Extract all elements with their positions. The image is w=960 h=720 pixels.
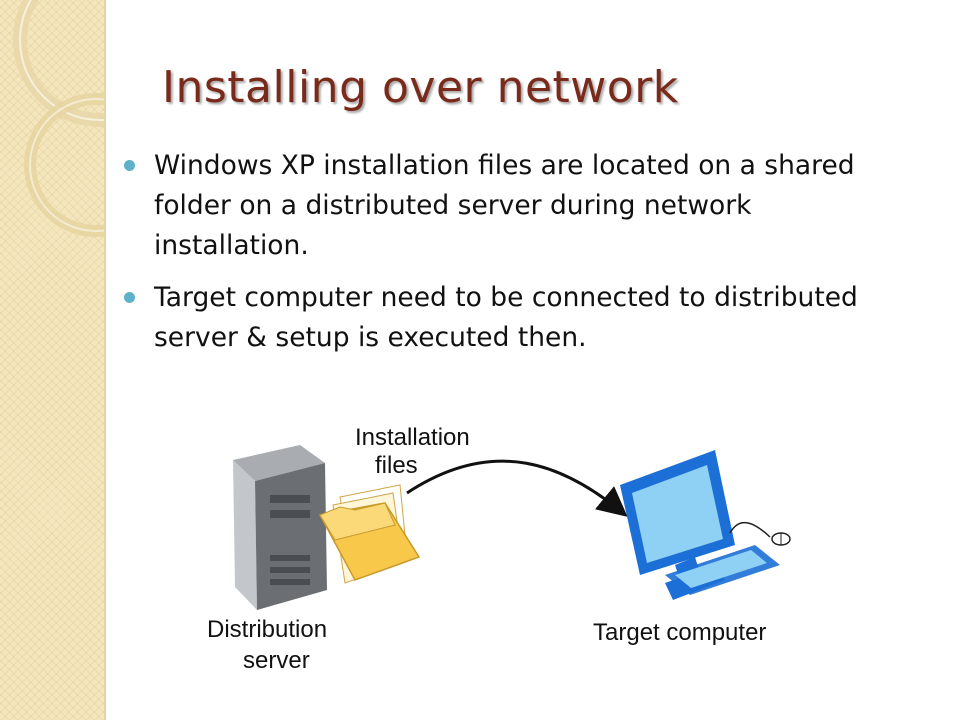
slide-title: Installing over network	[162, 62, 679, 113]
folder-icon	[318, 484, 421, 584]
files-label-line1: Installation	[355, 424, 470, 451]
target-computer-label: Target computer	[593, 619, 766, 646]
bullet-text: Windows XP installation files are locate…	[154, 150, 855, 261]
bullet-list: Windows XP installation files are locate…	[124, 146, 864, 370]
network-install-diagram: Installation files Distribution server T…	[207, 424, 791, 674]
computer-icon	[620, 450, 791, 600]
server-label-line2: server	[243, 647, 310, 674]
bullet-icon	[124, 160, 135, 171]
transfer-arrow	[406, 459, 628, 517]
ring-ornaments	[13, 0, 104, 237]
server-label-line1: Distribution	[207, 616, 327, 643]
bullet-item: Windows XP installation files are locate…	[124, 146, 864, 266]
server-icon	[233, 445, 327, 610]
bullet-text: Target computer need to be connected to …	[154, 282, 858, 353]
bullet-icon	[124, 292, 135, 303]
bullet-item: Target computer need to be connected to …	[124, 278, 864, 358]
decorative-sidebar	[0, 0, 106, 720]
files-label-line2: files	[375, 452, 418, 479]
